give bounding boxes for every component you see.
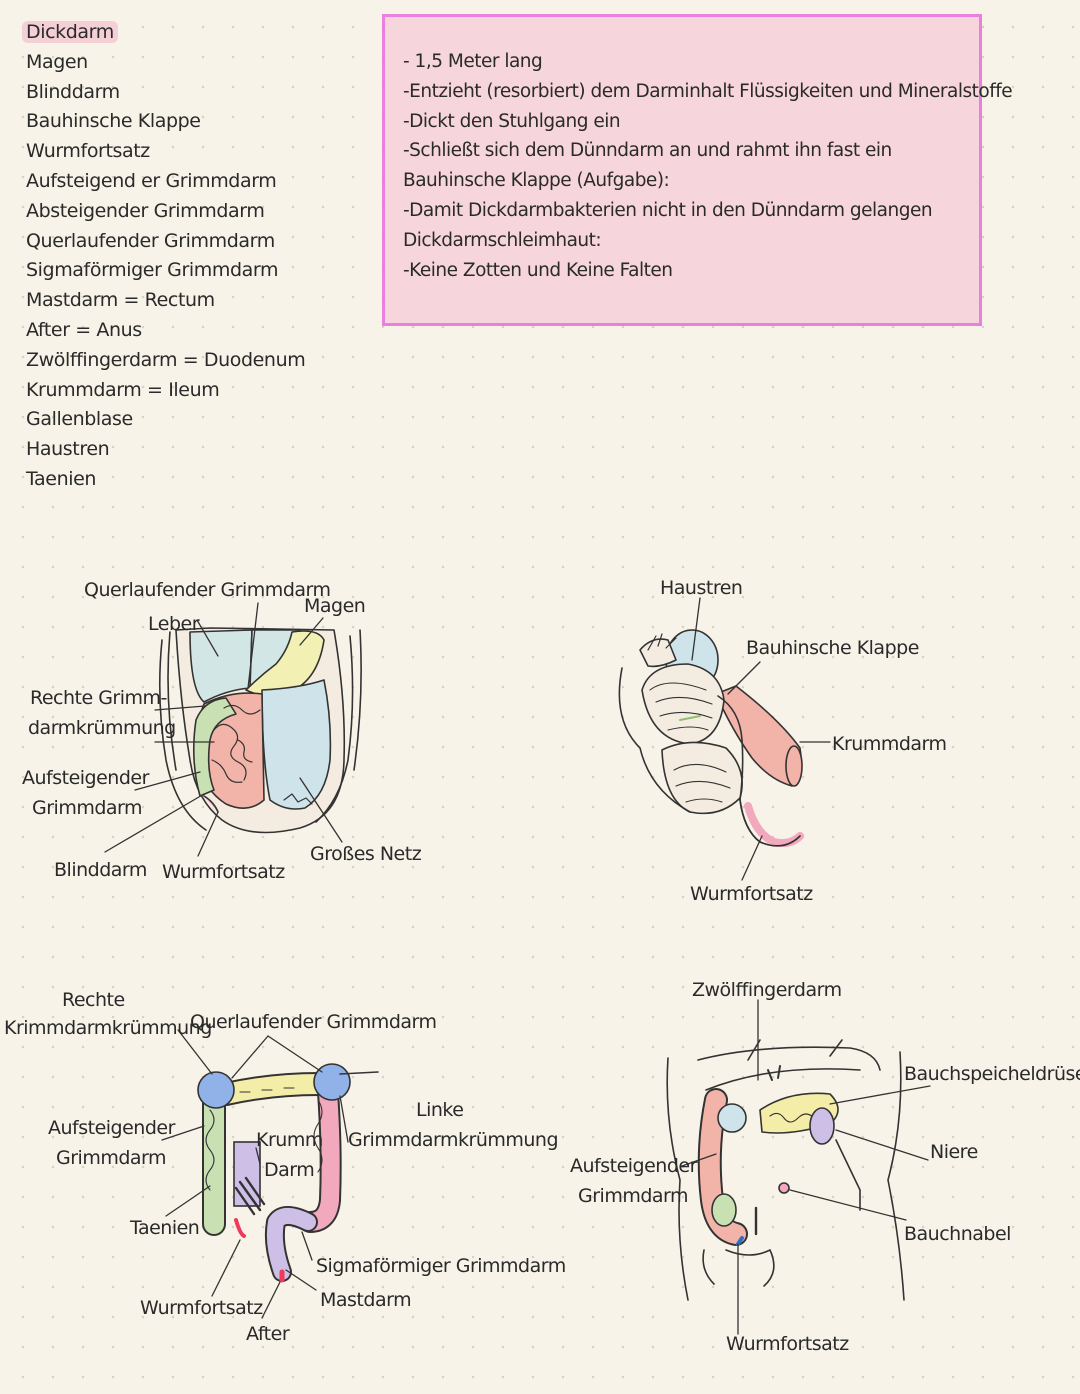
label-bauchnabel: Bauchnabel — [904, 1223, 1011, 1245]
label-bauhinsche-klappe: Bauhinsche Klappe — [746, 637, 919, 659]
label-bauchspeicheldruese: Bauchspeicheldrüse — [904, 1063, 1080, 1085]
label-linke-1: Linke — [416, 1099, 464, 1121]
info-line: -Entzieht (resorbiert) dem Darminhalt Fl… — [403, 80, 1013, 102]
info-line: Dickdarmschleimhaut: — [403, 229, 602, 251]
term-item: Mastdarm = Rectum — [26, 289, 215, 312]
label-wurmfortsatz: Wurmfortsatz — [690, 883, 813, 905]
info-line: -Damit Dickdarmbakterien nicht in den Dü… — [403, 199, 933, 221]
term-item: Absteigender Grimmdarm — [26, 199, 265, 222]
label-magen: Magen — [304, 595, 366, 617]
term-item: After = Anus — [26, 318, 142, 341]
label-grosses-netz: Großes Netz — [310, 843, 422, 865]
term-item: Dickdarm — [22, 18, 305, 48]
label-rechte-2: Krimmdarmkrümmung — [4, 1017, 212, 1039]
term-item: Querlaufender Grimmdarm — [26, 229, 275, 252]
label-after: After — [246, 1323, 290, 1345]
diagram3-leaders — [161, 1029, 349, 1319]
term-item: Wurmfortsatz — [26, 140, 150, 163]
label-aufsteigender-2: Grimmdarm — [578, 1185, 689, 1207]
term-item: Blinddarm — [26, 80, 120, 103]
label-aufsteigender-1: Aufsteigender — [48, 1117, 175, 1139]
term-item: Zwölffingerdarm = Duodenum — [26, 348, 306, 371]
term-item: Magen — [26, 50, 88, 73]
label-haustren: Haustren — [660, 577, 743, 599]
label-blinddarm: Blinddarm — [54, 859, 147, 881]
term-item: Krummdarm = Ileum — [26, 378, 220, 401]
info-line: -Keine Zotten und Keine Falten — [403, 259, 673, 281]
label-aufsteigender-1: Aufsteigender — [22, 767, 149, 789]
info-line: -Schließt sich dem Dünndarm an und rahmt… — [403, 140, 892, 162]
label-mastdarm: Mastdarm — [320, 1289, 412, 1311]
label-wurmfortsatz: Wurmfortsatz — [726, 1333, 849, 1355]
label-rechte-grimmdarmkruemmung-2: darmkrümmung — [28, 717, 176, 739]
info-box: - 1,5 Meter lang -Entzieht (resorbiert) … — [382, 14, 1013, 326]
label-sigmafoermiger-grimmdarm: Sigmaförmiger Grimmdarm — [316, 1255, 566, 1277]
info-line: -Dickt den Stuhlgang ein — [403, 110, 621, 132]
label-querlaufender-grimmdarm: Querlaufender Grimmdarm — [190, 1011, 437, 1033]
diagram1-leaders — [104, 602, 343, 857]
label-rechte-grimmdarmkruemmung-1: Rechte Grimm- — [30, 687, 167, 709]
label-linke-2: Grimmdarmkrümmung — [348, 1129, 559, 1151]
label-taenien: Taenien — [130, 1217, 200, 1239]
label-zwoelffingerdarm: Zwölffingerdarm — [692, 979, 842, 1001]
info-line: Bauhinsche Klappe (Aufgabe): — [403, 170, 670, 192]
term-item: Haustren — [26, 438, 110, 461]
diagram4-leaders — [681, 999, 931, 1335]
label-wurmfortsatz: Wurmfortsatz — [162, 861, 285, 883]
label-krumm-2: Darm — [264, 1159, 315, 1181]
term-item: Taenien — [26, 467, 97, 490]
label-rechte-1: Rechte — [62, 989, 125, 1011]
term-list: Dickdarm Magen Blinddarm Bauhinsche Klap… — [22, 18, 306, 495]
label-leber: Leber — [148, 613, 200, 635]
label-aufsteigender-1: Aufsteigender — [570, 1155, 697, 1177]
label-aufsteigender-2: Grimmdarm — [32, 797, 143, 819]
term-item: Bauhinsche Klappe — [26, 110, 201, 133]
term-item: Sigmaförmiger Grimmdarm — [26, 259, 279, 282]
label-niere: Niere — [930, 1141, 978, 1163]
label-wurmfortsatz: Wurmfortsatz — [140, 1297, 263, 1319]
term-item: Aufsteigend er Grimmdarm — [26, 169, 277, 192]
label-querlaufender-grimmdarm: Querlaufender Grimmdarm — [84, 579, 331, 601]
diagram4-torso — [666, 1039, 905, 1301]
diagram2-leaders — [691, 597, 831, 881]
label-aufsteigender-2: Grimmdarm — [56, 1147, 167, 1169]
label-krumm-1: Krumm — [256, 1129, 323, 1151]
info-line: - 1,5 Meter lang — [403, 51, 543, 72]
diagram2-cecum — [618, 629, 804, 848]
diagram3-colon — [197, 1063, 379, 1283]
label-krummdarm: Krummdarm — [832, 733, 947, 755]
term-item: Gallenblase — [26, 408, 133, 431]
